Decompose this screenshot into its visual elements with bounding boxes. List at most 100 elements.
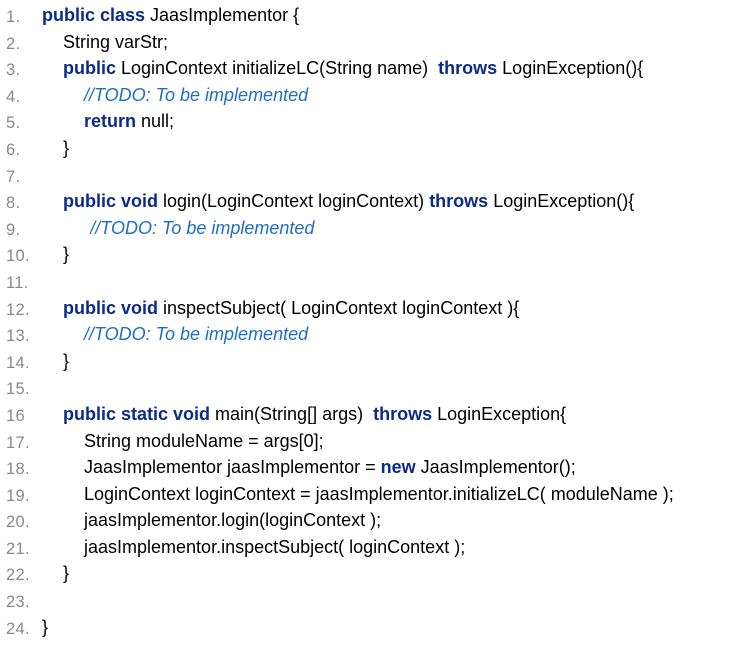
code-token: inspectSubject( LoginContext loginContex… <box>158 297 520 318</box>
line-number: 23. <box>6 593 30 612</box>
line-number: 5. <box>6 114 21 133</box>
keyword-token: new <box>380 457 416 478</box>
line-number: 2. <box>6 34 21 53</box>
code-line: 8. public void login(LoginContext loginCo… <box>0 188 747 215</box>
code-text: jaasImplementor.inspectSubject( loginCon… <box>84 534 465 561</box>
code-text: } <box>63 348 69 375</box>
line-number: 10. <box>6 247 30 266</box>
code-text: public LoginContext initializeLC(String … <box>63 55 643 82</box>
line-number: 20. <box>6 513 30 532</box>
line-number: 15. <box>6 380 30 399</box>
keyword-token: public static void <box>63 403 211 424</box>
code-token: jaasImplementor.inspectSubject( loginCon… <box>84 536 466 557</box>
code-text: return null; <box>84 108 174 135</box>
code-text: public static void main(String[] args) t… <box>63 401 566 428</box>
line-number: 18. <box>6 460 30 479</box>
code-token: main(String[] args) <box>210 403 374 424</box>
code-token: LoginException{ <box>432 403 567 424</box>
code-token: } <box>63 137 70 158</box>
code-text: JaasImplementor jaasImplementor = new Ja… <box>84 454 576 481</box>
code-text: } <box>42 614 48 641</box>
code-token: LoginException(){ <box>488 191 635 212</box>
code-text: jaasImplementor.login(loginContext ); <box>84 507 381 534</box>
line-number: 13. <box>6 327 30 346</box>
comment-token: //TODO: To be implemented <box>90 217 315 238</box>
code-token: } <box>63 350 70 371</box>
code-text: //TODO: To be implemented <box>84 82 308 109</box>
line-number: 19. <box>6 486 30 505</box>
code-line: 21. jaasImplementor.inspectSubject( login… <box>0 534 747 561</box>
code-line: 22.} <box>0 560 747 587</box>
code-line: 23. <box>0 587 747 614</box>
line-number: 4. <box>6 87 21 106</box>
comment-token: //TODO: To be implemented <box>84 324 309 345</box>
code-text: String moduleName = args[0]; <box>84 428 324 455</box>
code-line: 19. LoginContext loginContext = jaasImple… <box>0 481 747 508</box>
line-number: 21. <box>6 539 30 558</box>
code-token: String moduleName = args[0]; <box>84 430 324 451</box>
line-number: 17. <box>6 433 30 452</box>
code-line: 13. //TODO: To be implemented <box>0 321 747 348</box>
code-line: 24.} <box>0 614 747 641</box>
code-token: jaasImplementor.login(loginContext ); <box>84 510 382 531</box>
keyword-token: public void <box>63 297 159 318</box>
code-line: 1. public class JaasImplementor { <box>0 2 747 29</box>
comment-token: //TODO: To be implemented <box>84 84 309 105</box>
code-text: LoginContext loginContext = jaasImplemen… <box>84 481 674 508</box>
keyword-token: throws <box>438 58 498 79</box>
code-line: 7. <box>0 162 747 189</box>
code-line: 10.} <box>0 241 747 268</box>
line-number: 14. <box>6 353 30 372</box>
keyword-token: public void <box>63 191 159 212</box>
code-text: String varStr; <box>63 29 168 56</box>
line-number: 24. <box>6 619 30 638</box>
line-number: 8. <box>6 194 21 213</box>
code-text: public void login(LoginContext loginCont… <box>63 188 634 215</box>
code-token: LoginContext loginContext = jaasImplemen… <box>84 483 674 504</box>
keyword-token: return <box>84 111 137 132</box>
code-token: String varStr; <box>63 31 169 52</box>
code-token: JaasImplementor { <box>145 5 300 25</box>
code-token: } <box>42 616 49 637</box>
code-line: 4. //TODO: To be implemented <box>0 82 747 109</box>
code-line: 14.} <box>0 348 747 375</box>
keyword-token: public class <box>42 5 146 25</box>
line-number: 22. <box>6 566 30 585</box>
keyword-token: throws <box>429 191 489 212</box>
code-line: 12. public void inspectSubject( LoginCont… <box>0 295 747 322</box>
code-token: } <box>63 563 70 584</box>
code-text: } <box>63 241 69 268</box>
code-line: 5. return null; <box>0 108 747 135</box>
line-number: 11. <box>6 273 29 292</box>
line-number: 9. <box>6 220 21 239</box>
code-line: 2. String varStr; <box>0 29 747 56</box>
code-token: JaasImplementor(); <box>415 457 576 478</box>
code-text: //TODO: To be implemented <box>90 215 314 242</box>
line-number: 7. <box>6 167 21 186</box>
line-number: 12. <box>6 300 30 319</box>
code-line: 15. <box>0 374 747 401</box>
code-line: 20. jaasImplementor.login(loginContext ); <box>0 507 747 534</box>
code-line: 9. //TODO: To be implemented <box>0 215 747 242</box>
code-line: 3. public LoginContext initializeLC(Strin… <box>0 55 747 82</box>
code-token: LoginException(){ <box>497 58 644 79</box>
code-text: } <box>63 560 69 587</box>
code-token: login(LoginContext loginContext) <box>158 191 430 212</box>
code-text: //TODO: To be implemented <box>84 321 308 348</box>
code-line: 11. <box>0 268 747 295</box>
code-text: public class JaasImplementor { <box>42 2 299 29</box>
keyword-token: throws <box>373 403 433 424</box>
code-line: 6.} <box>0 135 747 162</box>
code-token: null; <box>136 111 175 132</box>
code-line: 18. JaasImplementor jaasImplementor = new… <box>0 454 747 481</box>
line-number: 1. <box>6 8 21 26</box>
code-line: 17. String moduleName = args[0]; <box>0 428 747 455</box>
code-token: LoginContext initializeLC(String name) <box>116 58 439 79</box>
code-token: JaasImplementor jaasImplementor = <box>84 457 381 478</box>
line-number: 3. <box>6 61 21 80</box>
code-text: public void inspectSubject( LoginContext… <box>63 295 519 322</box>
code-text: } <box>63 135 69 162</box>
keyword-token: public <box>63 58 116 79</box>
